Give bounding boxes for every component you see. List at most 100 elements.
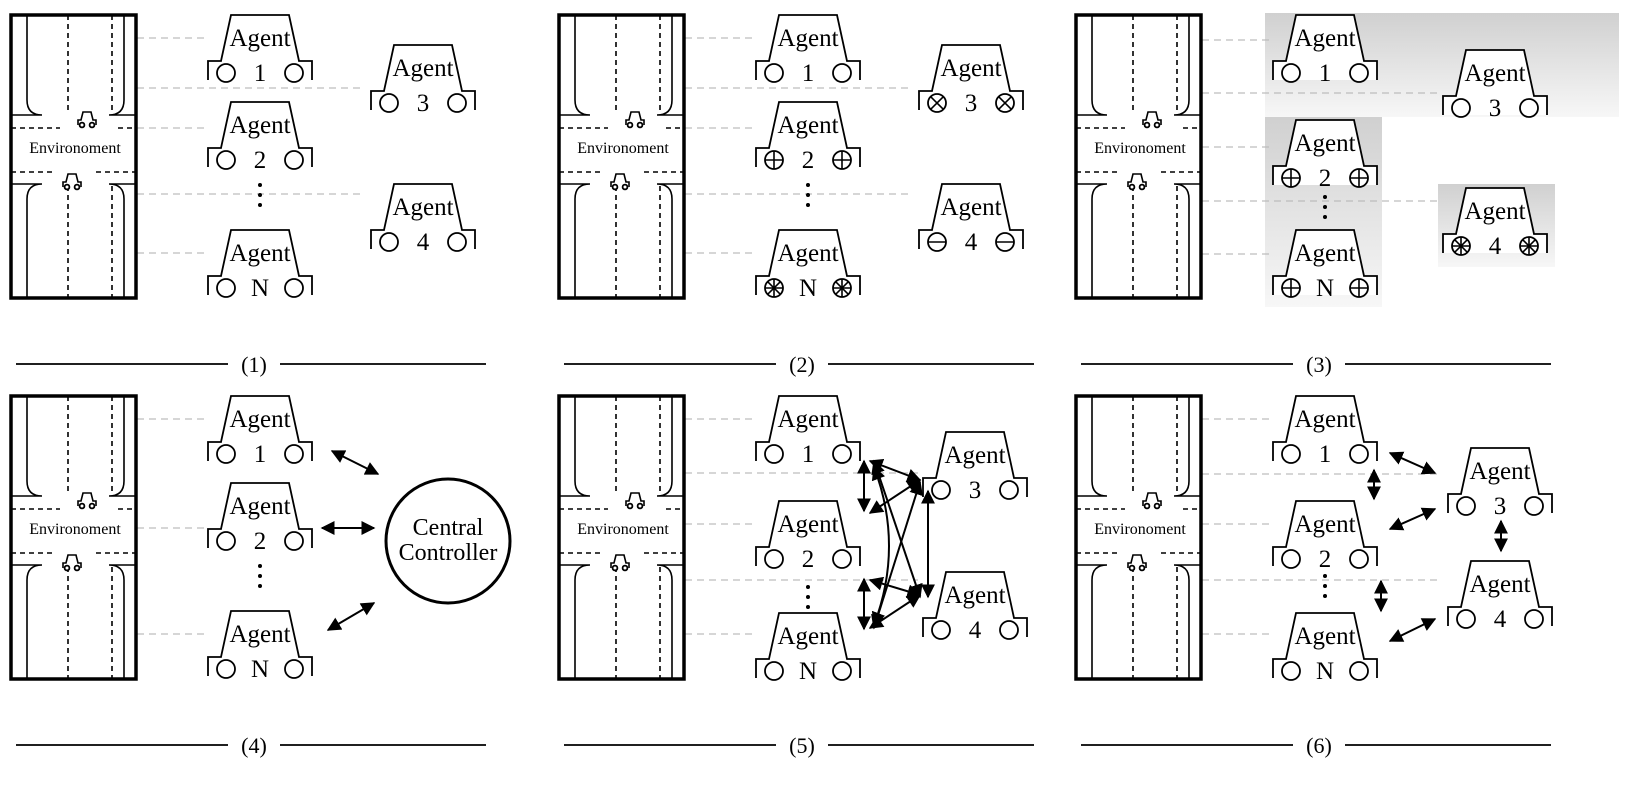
wheel-icon: [1456, 496, 1476, 516]
road-edge: [108, 183, 136, 298]
wheel-mark: [1454, 239, 1468, 253]
wheel-icon: [1138, 183, 1146, 191]
wheel-icon: [379, 232, 399, 252]
agent-id: 2: [1319, 165, 1332, 192]
road-edge: [559, 564, 591, 679]
panel-caption: (3): [1081, 352, 1551, 377]
car-icon: [1142, 111, 1162, 125]
interaction-arrow: [868, 576, 922, 599]
wheel-icon: [832, 444, 852, 464]
agent-label: Agent: [777, 511, 838, 538]
agent-id: 3: [969, 477, 982, 504]
agent-id: N: [1316, 275, 1334, 302]
road-edge: [559, 15, 591, 116]
agent-label: Agent: [777, 406, 838, 433]
wheel-icon: [1143, 121, 1151, 129]
road-edge: [108, 15, 136, 116]
agent-label: Agent: [229, 493, 290, 520]
agent-label: Agent: [392, 55, 453, 82]
car-body-icon: [1272, 500, 1378, 566]
car-body-icon: [922, 431, 1028, 497]
car-body-icon: [755, 395, 861, 461]
road-edge: [656, 564, 684, 679]
agent-id: 2: [802, 546, 815, 573]
agent-label: Agent: [944, 442, 1005, 469]
car-body-icon: [1442, 187, 1548, 253]
wheel-icon: [1153, 121, 1161, 129]
car-icon: [610, 173, 630, 187]
wheel-icon: [88, 502, 96, 510]
agent-label: Agent: [1464, 198, 1525, 225]
wheel-icon: [284, 150, 304, 170]
car-icon: [1127, 554, 1147, 568]
agent-id: 1: [1319, 441, 1332, 468]
agent-id: N: [251, 275, 269, 302]
interaction-arrow: [871, 459, 923, 599]
wheel-icon: [1281, 661, 1301, 681]
car-body-icon: [1272, 119, 1378, 185]
wheel-icon: [447, 93, 467, 113]
environment-intersection: Environoment: [9, 394, 138, 681]
panel-caption: (2): [564, 352, 1034, 377]
wheel-icon: [931, 620, 951, 640]
wheel-icon: [1524, 496, 1544, 516]
agent-id: 2: [254, 528, 267, 555]
agent-label: Agent: [940, 194, 1001, 221]
panel-caption: (5): [564, 733, 1034, 758]
car-body-icon: [755, 500, 861, 566]
wheel-icon: [1349, 444, 1369, 464]
panel-caption-label: (4): [241, 733, 267, 758]
car-body-icon: [1272, 229, 1378, 295]
wheel-icon: [764, 661, 784, 681]
road-edge: [1173, 396, 1201, 497]
agent-label: Agent: [1294, 406, 1355, 433]
agent-label: Agent: [777, 623, 838, 650]
agent-id: 4: [1489, 233, 1502, 260]
interaction-arrow: [868, 594, 922, 629]
agent-id: 4: [1494, 606, 1507, 633]
wheel-icon: [63, 183, 71, 191]
ellipsis-dot: [258, 203, 262, 207]
interaction-arrow: [871, 465, 890, 627]
environment-frame: [1074, 13, 1203, 300]
wheel-icon: [1128, 183, 1136, 191]
road-edge: [656, 396, 684, 497]
wheel-icon: [73, 564, 81, 572]
agent-id: 3: [417, 90, 430, 117]
interaction-arrow: [1388, 451, 1437, 475]
wheel-icon: [284, 531, 304, 551]
agent-label: Agent: [229, 240, 290, 267]
road-edge: [559, 183, 591, 298]
car-icon: [77, 111, 97, 125]
panel-caption: (4): [16, 733, 486, 758]
environment-intersection: Environoment: [557, 394, 686, 681]
car-body-icon: [1272, 14, 1378, 80]
ellipsis-dot: [806, 203, 810, 207]
wheel-icon: [999, 620, 1019, 640]
wheel-mark: [930, 96, 944, 110]
wheel-icon: [621, 564, 629, 572]
car-body-icon: [207, 14, 313, 80]
agent-id: N: [1316, 658, 1334, 685]
panel-caption-label: (6): [1306, 733, 1332, 758]
wheel-icon: [1281, 63, 1301, 83]
car-body-icon: [755, 229, 861, 295]
wheel-icon: [621, 183, 629, 191]
wheel-icon: [88, 121, 96, 129]
car-body-icon: [1447, 447, 1553, 513]
wheel-icon: [1128, 564, 1136, 572]
car-body-icon: [1447, 560, 1553, 626]
agent-id: 2: [254, 147, 267, 174]
panel-caption-label: (5): [789, 733, 815, 758]
panel-caption-label: (1): [241, 352, 267, 377]
agent-id: 1: [802, 441, 815, 468]
environment-frame: [557, 13, 686, 300]
road-edge: [656, 15, 684, 116]
wheel-icon: [611, 183, 619, 191]
